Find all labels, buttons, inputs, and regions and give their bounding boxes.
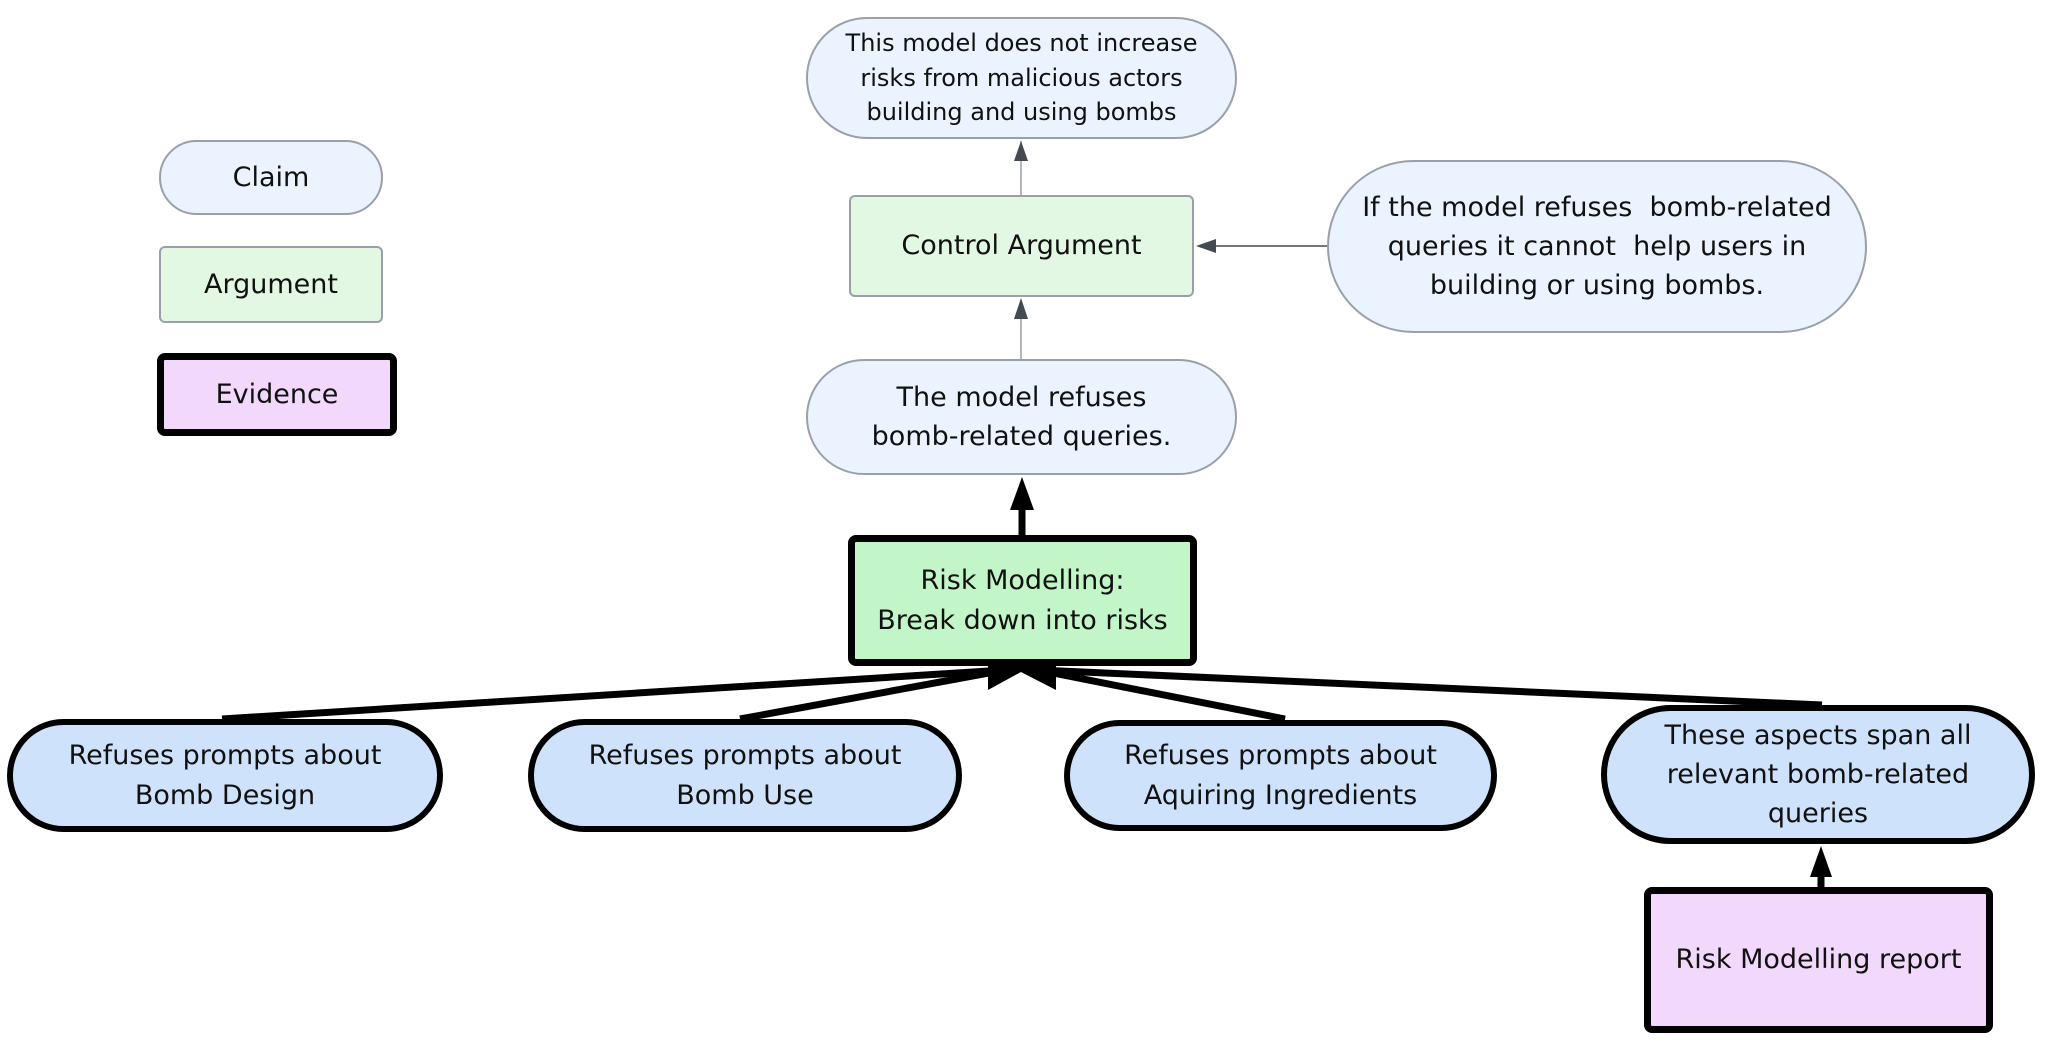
sub-claim-bomb-design-line-1: Refuses prompts about bbox=[68, 740, 382, 772]
control-argument-node: Control Argument bbox=[849, 195, 1194, 297]
sub-claim-span-line-2: relevant bomb-related bbox=[1666, 758, 1970, 790]
edge-design-to-risk bbox=[221, 666, 1006, 723]
sub-claim-bomb-use-line-2: Bomb Use bbox=[676, 779, 814, 811]
side-claim-node: If the model refuses bomb-related querie… bbox=[1327, 160, 1867, 333]
risk-modelling-line-2: Break down into risks bbox=[877, 604, 1168, 636]
edge-side-to-control-arrowhead bbox=[1196, 239, 1216, 253]
edge-use-to-risk bbox=[739, 666, 1006, 723]
edge-evidence-to-span-arrowhead bbox=[1810, 846, 1832, 877]
side-claim-line-3: building or using bombs. bbox=[1429, 270, 1765, 302]
top-claim-node: This model does not increase risks from … bbox=[806, 17, 1237, 139]
refuses-claim-line-1: The model refuses bbox=[896, 381, 1147, 413]
edge-risk-to-refuses-arrowhead bbox=[1010, 477, 1034, 510]
edge-span-to-risk bbox=[1037, 666, 1823, 709]
risk-modelling-line-1: Risk Modelling: bbox=[920, 565, 1125, 597]
evidence-report-label: Risk Modelling report bbox=[1675, 944, 1962, 976]
edge-risk-arrowheads bbox=[988, 666, 1056, 690]
risk-modelling-node: Risk Modelling: Break down into risks bbox=[848, 535, 1197, 666]
sub-claim-ingredients-line-1: Refuses prompts about bbox=[1124, 740, 1437, 772]
sub-claim-ingredients: Refuses prompts about Aquiring Ingredien… bbox=[1064, 720, 1497, 831]
sub-claim-bomb-design-line-2: Bomb Design bbox=[134, 779, 316, 811]
evidence-report-node: Risk Modelling report bbox=[1644, 887, 1993, 1033]
sub-claim-span-line-1: These aspects span all bbox=[1664, 719, 1972, 751]
side-claim-line-2: queries it cannot help users in bbox=[1387, 230, 1807, 262]
top-claim-line-1: This model does not increase bbox=[845, 28, 1198, 57]
legend-argument-label: Argument bbox=[204, 268, 338, 300]
legend-evidence: Evidence bbox=[157, 353, 397, 436]
sub-claim-ingredients-line-2: Aquiring Ingredients bbox=[1143, 779, 1418, 811]
edge-ingredients-to-risk bbox=[1037, 666, 1286, 723]
top-claim-line-3: building and using bombs bbox=[866, 98, 1177, 127]
edge-refuses-to-control-arrowhead bbox=[1014, 298, 1028, 319]
sub-claim-bomb-design: Refuses prompts about Bomb Design bbox=[7, 719, 443, 832]
legend-claim: Claim bbox=[159, 140, 383, 215]
legend-argument: Argument bbox=[159, 246, 383, 323]
legend-evidence-label: Evidence bbox=[215, 378, 339, 410]
refuses-claim-line-2: bomb-related queries. bbox=[871, 421, 1172, 452]
refuses-claim-node: The model refuses bomb-related queries. bbox=[806, 359, 1237, 475]
edge-control-to-top-arrowhead bbox=[1014, 141, 1028, 161]
control-argument-label: Control Argument bbox=[901, 230, 1142, 262]
sub-claim-span: These aspects span all relevant bomb-rel… bbox=[1601, 705, 2035, 844]
sub-claim-bomb-use-line-1: Refuses prompts about bbox=[588, 740, 902, 772]
top-claim-line-2: risks from malicious actors bbox=[860, 63, 1183, 92]
sub-claim-bomb-use: Refuses prompts about Bomb Use bbox=[528, 719, 962, 832]
sub-claim-span-line-3: queries bbox=[1767, 798, 1869, 830]
side-claim-line-1: If the model refuses bomb-related bbox=[1362, 191, 1832, 223]
legend-claim-label: Claim bbox=[232, 161, 310, 193]
